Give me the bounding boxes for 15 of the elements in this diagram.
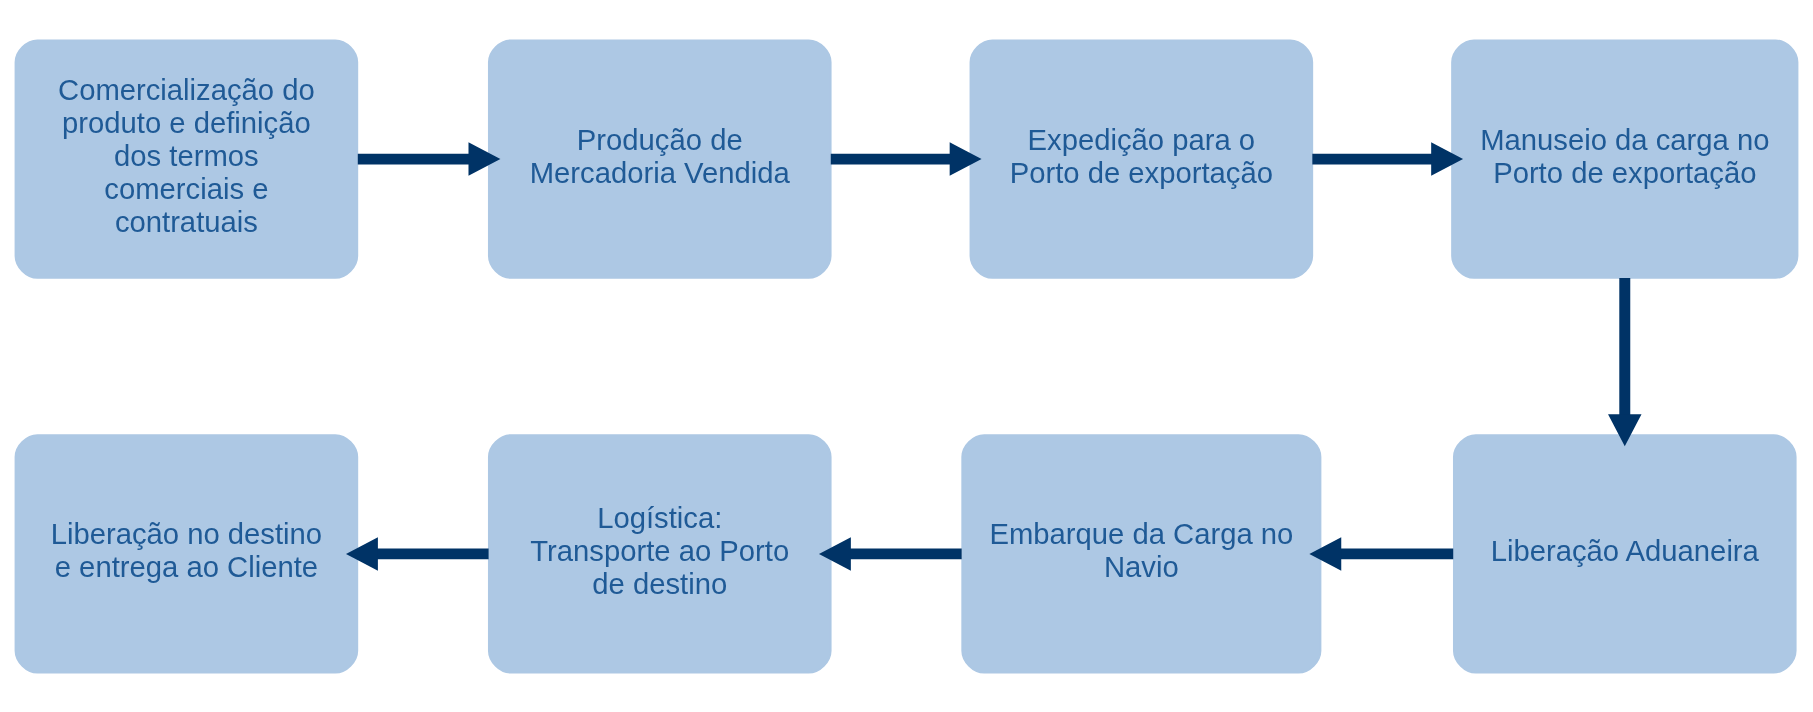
arrow xyxy=(346,536,489,571)
node-box: Liberação Aduaneira xyxy=(1452,433,1797,674)
node-box: Produção de Mercadoria Vendida xyxy=(487,38,832,279)
node-box: Logística: Transporte ao Porto de destino xyxy=(487,433,832,674)
arrow xyxy=(1312,141,1464,176)
arrow xyxy=(357,141,501,176)
arrow xyxy=(818,536,962,571)
node-box: Manuseio da carga no Porto de exportação xyxy=(1451,38,1799,279)
node-box: Expedição para o Porto de exportação xyxy=(969,38,1314,279)
arrow xyxy=(1608,277,1642,446)
arrow xyxy=(830,141,982,176)
node-box: Embarque da Carga no Navio xyxy=(961,433,1322,674)
arrow xyxy=(1309,536,1454,571)
node-box: Comercialização do produto e definição dos termos comerciais e contratuais xyxy=(14,38,359,279)
node-box: Liberação no destino e entrega ao Cliente xyxy=(14,433,359,674)
